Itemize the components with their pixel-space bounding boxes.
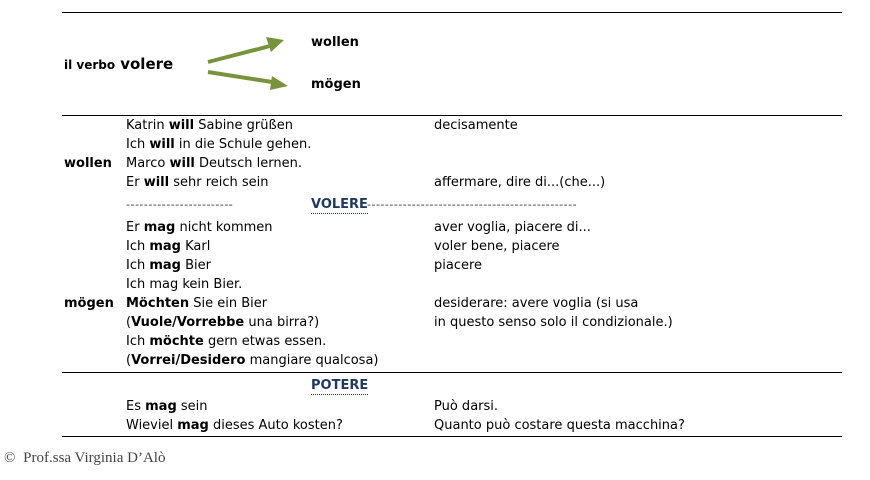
divider-dashes-left: ------------------------ [126,198,234,211]
header-rule [62,115,842,116]
example-row: (Vuole/Vorrebbe una birra?) [126,315,320,330]
example-row: Er mag nicht kommen [126,220,273,235]
section-label-wollen: wollen [64,156,112,171]
example-row: Er will sehr reich sein [126,175,269,190]
divider-dashes-right: ----------------------------------------… [367,198,578,211]
author-name: Prof.ssa Virginia D’Alò [23,450,166,466]
example-row: Ich möchte gern etwas essen. [126,334,327,349]
example-row: Ich mag kein Bier. [126,277,243,292]
meaning-text: voler bene, piacere [434,239,560,254]
intro-word: volere [120,55,174,73]
section-heading-volere: VOLERE [311,197,368,214]
intro-title: il verbo volere [64,54,173,73]
meaning-text: Può darsi. [434,399,499,414]
arrowhead-down [270,76,288,90]
example-row: Wieviel mag dieses Auto kosten? [126,418,343,433]
meaning-text: aver voglia, piacere di... [434,220,591,235]
meaning-text: decisamente [434,118,518,133]
example-row: Möchten Sie ein Bier [126,296,268,311]
intro-prefix: il verbo [64,58,116,72]
arrow-to-wollen [207,44,271,64]
meaning-text: affermare, dire di...(che...) [434,175,606,190]
example-row: Ich mag Bier [126,258,211,273]
copyright-footer: © Prof.ssa Virginia D’Alò [4,450,165,467]
example-row: Ich will in die Schule gehen. [126,137,312,152]
arrow-to-moegen [207,70,273,84]
section-label-moegen: mögen [64,296,114,311]
meaning-text: in questo senso solo il condizionale.) [434,315,673,330]
target-moegen: mögen [311,77,361,92]
bottom-rule [62,436,842,437]
example-row: Es mag sein [126,399,208,414]
arrowhead-up [266,37,284,52]
copyright-icon: © [4,450,16,466]
example-row: (Vorrei/Desidero mangiare qualcosa) [126,353,379,368]
top-rule [62,12,842,13]
example-row: Marco will Deutsch lernen. [126,156,302,171]
meaning-text: desiderare: avere voglia (si usa [434,296,639,311]
example-row: Katrin will Sabine grüßen [126,118,293,133]
example-row: Ich mag Karl [126,239,211,254]
split-arrows-icon [207,37,288,90]
meaning-text: Quanto può costare questa macchina? [434,418,685,433]
meaning-text: piacere [434,258,483,273]
section-heading-potere: POTERE [311,378,369,395]
target-wollen: wollen [311,35,359,50]
potere-rule [62,372,842,373]
